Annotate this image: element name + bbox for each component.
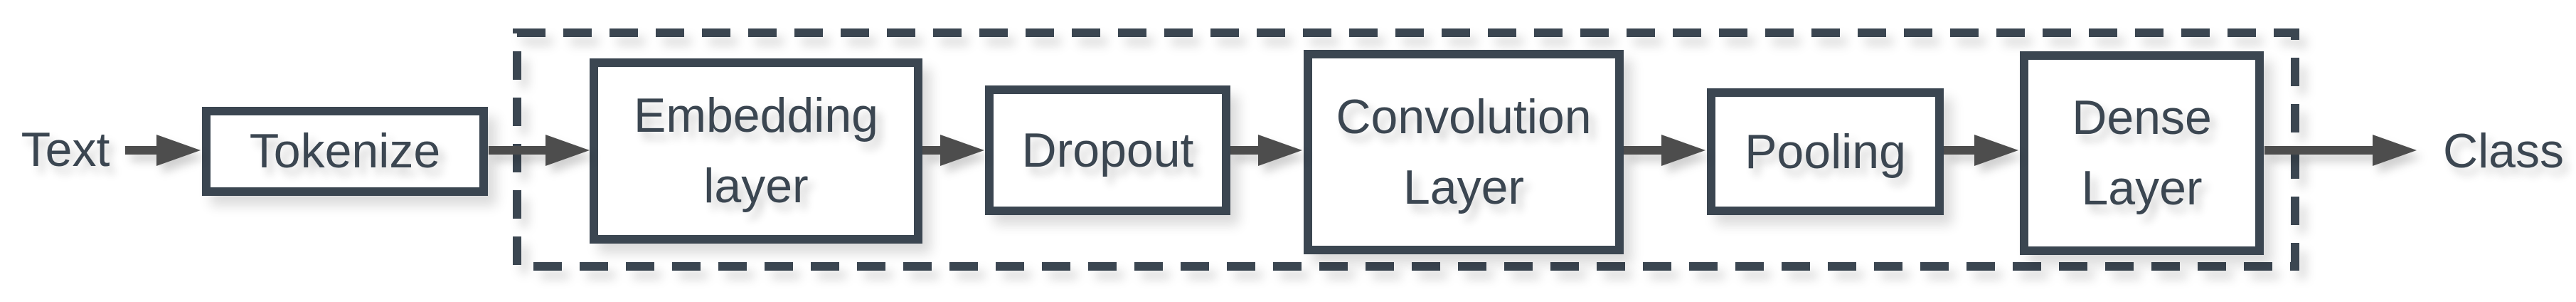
arrow-head-icon [156, 135, 201, 166]
arrow-shaft [1624, 146, 1661, 155]
arrow-pooling-to-dense [1944, 135, 2018, 166]
arrow-dense-to-class [2264, 135, 2417, 166]
node-dense-layer-label: Dense Layer [2072, 90, 2212, 215]
node-tokenize-label: Tokenize [249, 124, 441, 179]
arrow-shaft [1230, 146, 1258, 155]
output-class-label: Class [2442, 124, 2565, 178]
arrow-head-icon [1974, 135, 2018, 166]
node-embedding-layer-label: Embedding layer [633, 88, 879, 213]
node-pooling-label: Pooling [1745, 124, 1906, 179]
node-dropout: Dropout [985, 85, 1230, 215]
arrow-shaft [1944, 146, 1974, 155]
node-embedding-layer: Embedding layer [590, 58, 922, 244]
arrow-tokenize-to-embedding [489, 135, 590, 166]
arrow-head-icon [2373, 135, 2417, 166]
arrow-head-icon [545, 135, 590, 166]
node-pooling: Pooling [1707, 88, 1944, 215]
arrow-text-to-tokenize [125, 135, 201, 166]
arrow-dropout-to-convolution [1230, 135, 1302, 166]
arrow-shaft [125, 146, 156, 155]
arrow-head-icon [1258, 135, 1302, 166]
arrow-head-icon [1661, 135, 1705, 166]
input-text-label: Text [21, 123, 110, 177]
arrow-shaft [922, 146, 940, 155]
arrow-head-icon [940, 135, 984, 166]
node-dense-layer: Dense Layer [2020, 51, 2264, 255]
node-convolution-layer: Convolution Layer [1304, 50, 1624, 254]
node-convolution-layer-label: Convolution Layer [1336, 89, 1592, 214]
node-tokenize: Tokenize [202, 107, 488, 196]
arrow-embedding-to-dropout [922, 135, 984, 166]
arrow-shaft [489, 146, 545, 155]
arrow-shaft [2264, 146, 2373, 155]
node-dropout-label: Dropout [1021, 123, 1194, 177]
arrow-convolution-to-pooling [1624, 135, 1705, 166]
